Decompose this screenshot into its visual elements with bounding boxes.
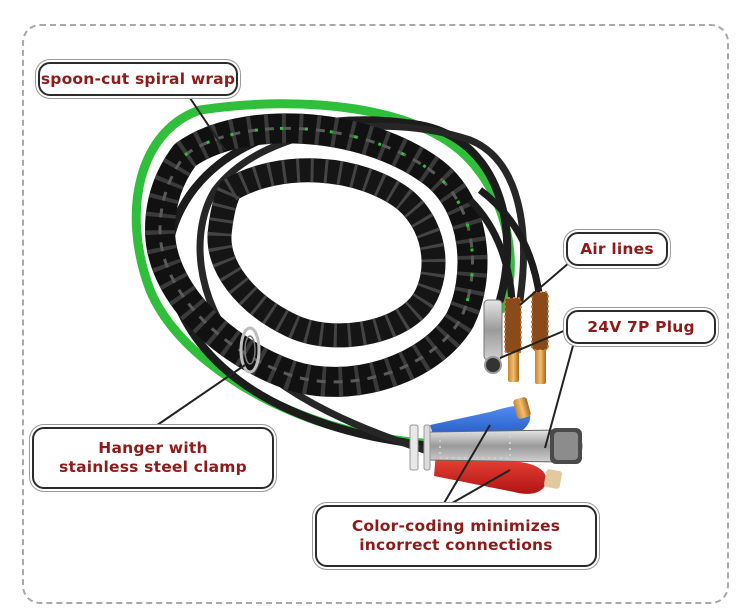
callout-color-line2: incorrect connections xyxy=(359,536,553,554)
black-hose-lower xyxy=(196,122,527,459)
callout-air-lines-text: Air lines xyxy=(580,239,654,258)
brass-fitting-2 xyxy=(535,350,546,384)
leader-plug-2 xyxy=(499,329,567,359)
callout-spiral-wrap: spoon-cut spiral wrap xyxy=(38,62,238,96)
leader-air xyxy=(519,261,571,306)
callout-spiral-wrap-text: spoon-cut spiral wrap xyxy=(40,69,236,88)
hanger-clamp xyxy=(239,326,261,374)
dashed-frame xyxy=(22,24,729,604)
callout-hanger-line2: stainless steel clamp xyxy=(59,458,247,476)
callout-color-line1: Color-coding minimizes xyxy=(351,517,561,535)
callout-color-coding: Color-coding minimizes incorrect connect… xyxy=(315,505,597,567)
brass-fitting-1 xyxy=(508,352,519,382)
small-plug-body xyxy=(483,299,503,361)
black-hose xyxy=(164,116,512,454)
spiral-wrap-inner-ridges xyxy=(207,158,446,348)
spring-1 xyxy=(505,298,521,353)
callout-air-lines: Air lines xyxy=(566,232,668,266)
air-line-1 xyxy=(467,197,516,301)
leader-hanger xyxy=(149,364,246,431)
leader-color-1 xyxy=(439,424,491,511)
leader-plug xyxy=(544,341,575,449)
green-accents xyxy=(184,126,474,321)
air-line-2 xyxy=(477,187,544,301)
spring-2 xyxy=(532,292,548,350)
leader-color-2 xyxy=(439,469,511,511)
red-coupler xyxy=(434,452,547,494)
callout-hanger-line1: Hanger with xyxy=(98,439,208,457)
spiral-wrap-inner xyxy=(207,158,446,348)
spiral-wrap-highlight xyxy=(158,126,474,384)
leader-spiral xyxy=(189,97,226,151)
callout-hanger: Hanger with stainless steel clamp xyxy=(32,427,274,489)
callout-plug-text: 24V 7P Plug xyxy=(587,317,695,336)
callout-plug: 24V 7P Plug xyxy=(566,310,716,344)
